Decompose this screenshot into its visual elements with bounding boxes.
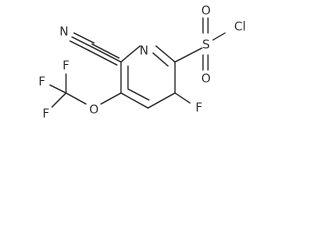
atom-label-cf3-fluorine-top: F	[63, 59, 70, 73]
nitrile-group	[69, 32, 122, 66]
atom-label-sulfonyl-oxygen-bottom: O	[201, 72, 210, 86]
pyridine-ring	[120, 45, 176, 109]
trifluoromethoxy-group	[49, 73, 122, 108]
atom-label-sulfonyl-oxygen-top: O	[201, 4, 210, 18]
bond-ring-fluorine	[174, 92, 191, 104]
atom-label-ring-fluorine: F	[196, 101, 203, 115]
atom-label-cf3-fluorine-bottom: F	[43, 107, 50, 121]
atom-label-ether-oxygen: O	[89, 103, 98, 117]
atom-label-sulfur: S	[202, 38, 210, 52]
sulfonyl-chloride-group	[174, 17, 226, 71]
atom-label-nitrile-nitrogen: N	[60, 25, 69, 39]
chemical-structure: N N S Cl O O F O F F F	[39, 4, 246, 121]
atom-label-ring-nitrogen: N	[140, 44, 149, 58]
atom-label-cf3-fluorine-left: F	[39, 75, 46, 89]
atom-label-chlorine: Cl	[234, 20, 246, 34]
